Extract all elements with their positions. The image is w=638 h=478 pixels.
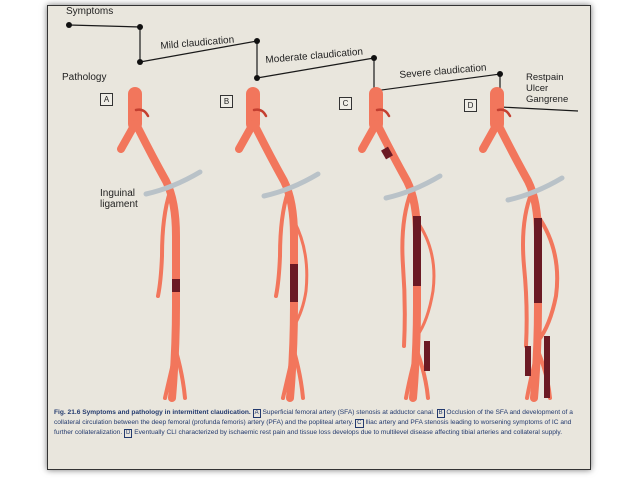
panel-letter-c: C xyxy=(339,97,352,110)
caption-text-b: Occlusion of the SFA and development of … xyxy=(54,409,573,426)
caption-text-c: Iliac artery and PFA stenosis leading to… xyxy=(54,419,572,436)
inguinal-label-line1: Inguinal xyxy=(100,188,136,199)
caption-letter-a: A xyxy=(252,409,261,418)
inguinal-ligaments xyxy=(143,169,565,203)
figure-page: Symptoms Pathology Mild claudication Mod… xyxy=(47,5,591,470)
caption-letter-d: D xyxy=(124,429,133,438)
stenosis-tibial-d2 xyxy=(525,346,531,376)
cli-symptoms-label: Restpain Ulcer Gangrene xyxy=(526,72,568,105)
artery-panel-b xyxy=(235,87,309,402)
panel-letter-d: D xyxy=(464,99,477,112)
caption-text-a: Superficial femoral artery (SFA) stenosi… xyxy=(262,409,435,416)
caption-text-d: Eventually CLI characterized by ischaemi… xyxy=(134,429,563,436)
gangrene-label: Gangrene xyxy=(526,94,569,105)
ulcer-label: Ulcer xyxy=(526,83,549,94)
caption-letter-b: B xyxy=(436,409,445,418)
artery-panel-a xyxy=(117,87,187,402)
pathology-label: Pathology xyxy=(62,72,107,83)
inguinal-ligament-label: Inguinal ligament xyxy=(100,188,138,210)
symptoms-label: Symptoms xyxy=(66,6,114,17)
artery-panel-c xyxy=(358,87,436,402)
inguinal-label-line2: ligament xyxy=(100,199,138,210)
caption-fig-number: Fig. 21.6 xyxy=(54,409,81,416)
artery-panel-d xyxy=(479,87,560,402)
figure-caption: Fig. 21.6 Symptoms and pathology in inte… xyxy=(54,408,584,438)
stenosis-iliac-c xyxy=(381,146,393,160)
caption-letter-c: C xyxy=(355,419,364,428)
panel-letter-b: B xyxy=(220,95,233,108)
stenosis-tibial-c xyxy=(424,341,430,371)
occlusion-sfa-d xyxy=(534,218,542,303)
panel-letter-a: A xyxy=(100,93,113,106)
caption-title: Symptoms and pathology in intermittent c… xyxy=(82,409,251,416)
occlusion-sfa-c xyxy=(413,216,421,286)
stenosis-tibial-d1 xyxy=(544,336,550,398)
occlusion-sfa-b xyxy=(290,264,298,302)
stenosis-sfa-a xyxy=(172,279,180,292)
claudication-diagram xyxy=(66,22,579,402)
restpain-label: Restpain xyxy=(526,72,564,83)
